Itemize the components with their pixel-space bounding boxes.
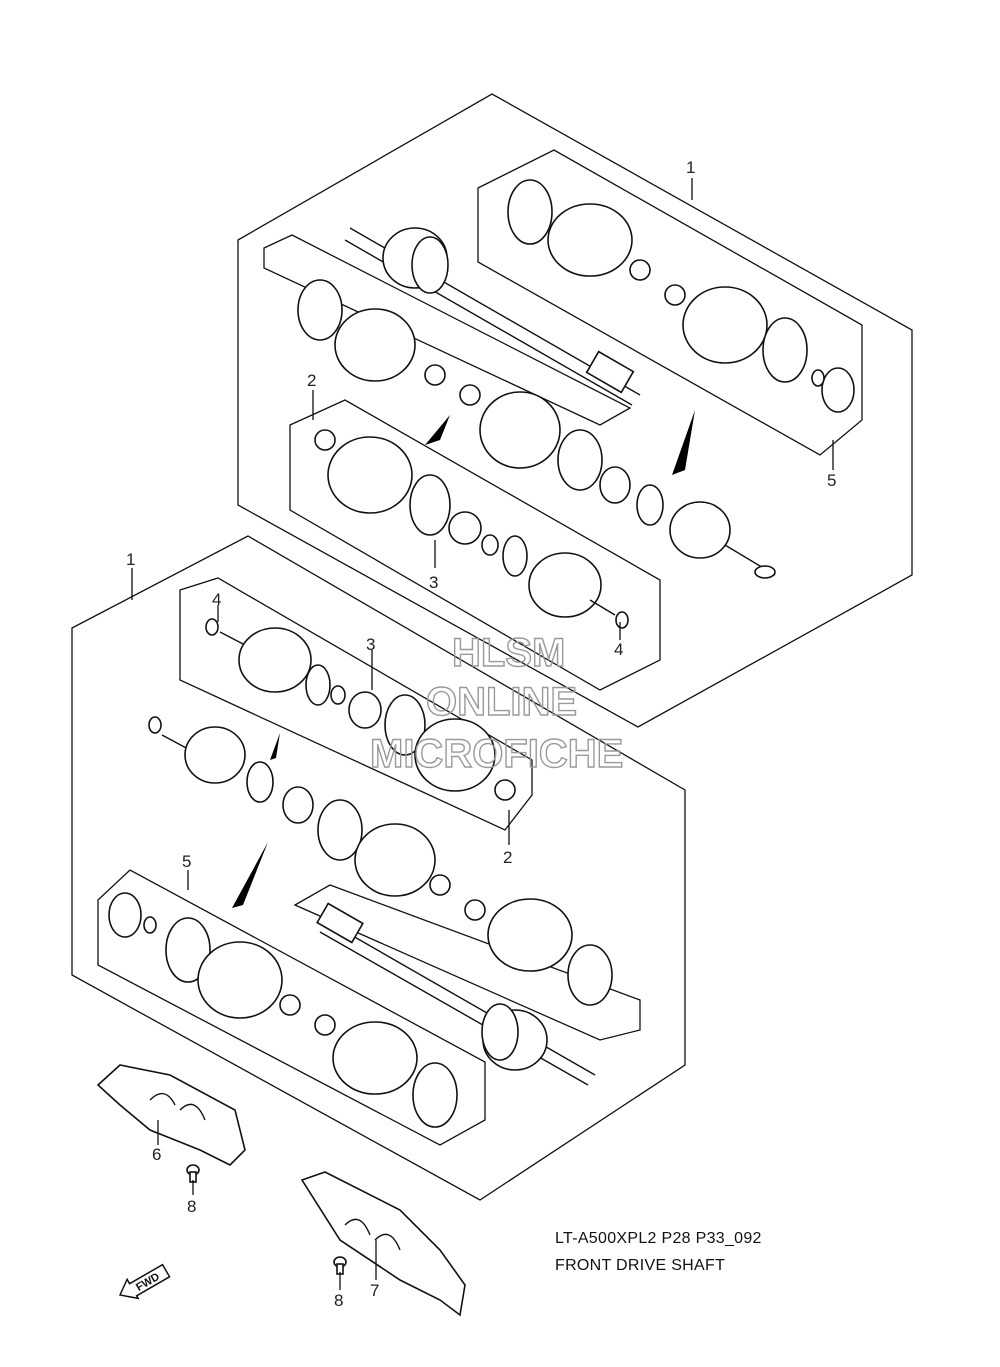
callout-7: 7 <box>370 1281 379 1300</box>
lower-assembly-outline <box>71 535 686 1201</box>
lower-strip-boot-set <box>317 799 613 1006</box>
callout-8-left: 8 <box>187 1197 196 1216</box>
callout-4-lower: 4 <box>212 590 221 609</box>
caption-title: FRONT DRIVE SHAFT <box>555 1257 725 1274</box>
upper-kit2-inner-joint <box>314 429 629 629</box>
lower-arrow-lower <box>232 842 268 908</box>
callout-2-upper: 2 <box>307 371 316 390</box>
guard-part-7 <box>300 1171 466 1317</box>
upper-strip-box <box>263 234 632 426</box>
callout-6: 6 <box>152 1145 161 1164</box>
lower-strip-box <box>293 884 641 1041</box>
callout-4-upper: 4 <box>614 640 623 659</box>
callout-3-lower: 3 <box>366 635 375 654</box>
lower-kit5-box <box>97 869 486 1146</box>
lower-drive-shaft <box>316 902 596 1086</box>
watermark-line-2: ONLINE <box>426 680 577 724</box>
forward-arrow-label: FWD <box>134 1271 162 1294</box>
watermark-line-1: HLSM <box>452 631 565 675</box>
callout-8-right: 8 <box>334 1291 343 1310</box>
callout-5-lower: 5 <box>182 852 191 871</box>
upper-assembly-outline <box>237 93 913 728</box>
upper-drive-shaft <box>344 227 641 406</box>
upper-kit5-boot-set <box>507 179 855 413</box>
lower-arrow-upper <box>270 733 280 760</box>
upper-arrow-left <box>425 415 450 445</box>
upper-strip-boot-set <box>297 279 603 491</box>
upper-arrow-right <box>672 410 695 475</box>
callout-2-lower: 2 <box>503 848 512 867</box>
upper-kit2-box <box>289 399 661 691</box>
callout-5-upper: 5 <box>827 471 836 490</box>
bolt-8-right <box>333 1256 347 1275</box>
lower-kit2-box <box>179 577 533 831</box>
callout-3-upper: 3 <box>429 573 438 592</box>
lower-outer-joint <box>148 716 314 824</box>
watermark-line-3: MICROFICHE <box>370 732 623 776</box>
upper-kit5-box <box>477 149 863 456</box>
bolt-8-left <box>186 1164 200 1183</box>
lower-kit2-inner-joint <box>205 618 516 801</box>
upper-outer-joint <box>599 466 776 579</box>
callout-1-lower: 1 <box>126 550 135 569</box>
lower-kit5-boot-set <box>108 892 458 1128</box>
leader-lines <box>131 178 834 1290</box>
forward-arrow-icon: FWD <box>118 1263 171 1300</box>
callout-1-upper: 1 <box>686 158 695 177</box>
caption-model: LT-A500XPL2 P28 P33_092 <box>555 1230 762 1247</box>
guard-part-6 <box>96 1064 246 1166</box>
